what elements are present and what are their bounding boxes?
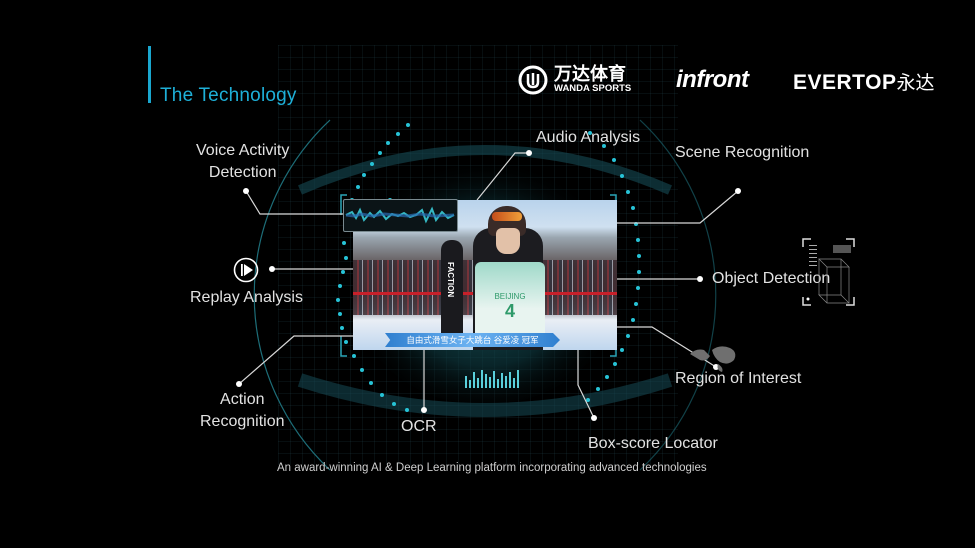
ski-brand-text: FACTION bbox=[446, 262, 455, 298]
broadcast-video-frame: FACTION BEIJING 4 bbox=[353, 200, 617, 350]
wanda-sports-logo: 万达体育 WANDA SPORTS bbox=[518, 65, 631, 95]
node-action-recognition: Action Recognition bbox=[200, 389, 285, 433]
node-scene-recognition: Scene Recognition bbox=[675, 144, 810, 161]
evertop-logo: EVERTOP 永达 bbox=[793, 68, 935, 95]
evertop-cn-text: 永达 bbox=[896, 73, 935, 94]
world-map-icon bbox=[690, 346, 736, 372]
wanda-en-text: WANDA SPORTS bbox=[554, 83, 632, 94]
infront-logo: infront bbox=[676, 66, 749, 93]
node-voice-activity-detection: Voice Activity Detection bbox=[196, 140, 289, 184]
evertop-text: EVERTOP bbox=[793, 71, 897, 94]
waveform-icon bbox=[345, 206, 455, 224]
node-label-line1: Action bbox=[220, 391, 265, 408]
node-audio-analysis: Audio Analysis bbox=[536, 129, 641, 146]
footer-caption: An award-winning AI & Deep Learning plat… bbox=[277, 462, 707, 474]
wanda-logo-icon bbox=[518, 65, 548, 95]
node-replay-analysis: Replay Analysis bbox=[190, 289, 303, 306]
ski: FACTION bbox=[441, 240, 463, 345]
athlete-bib: BEIJING 4 bbox=[475, 262, 545, 340]
title-accent-bar bbox=[148, 46, 151, 103]
athlete-face bbox=[496, 228, 520, 254]
3d-bounding-box-icon bbox=[802, 238, 855, 306]
bib-number: 4 bbox=[504, 301, 515, 321]
broadcast-ticker: 自由式滑雪女子大跳台 谷爱凌 冠军 bbox=[385, 333, 560, 347]
goggles bbox=[492, 212, 522, 221]
node-object-detection: Object Detection bbox=[712, 270, 831, 287]
node-ocr: OCR bbox=[401, 418, 437, 435]
bib-event-text: BEIJING bbox=[494, 292, 526, 301]
voice-waveform-box bbox=[343, 199, 458, 232]
node-label-line2: Detection bbox=[208, 164, 277, 181]
play-circle-icon bbox=[233, 257, 259, 283]
node-label-line1: Voice Activity bbox=[196, 142, 290, 159]
wanda-cn-text: 万达体育 bbox=[554, 64, 626, 84]
node-box-score-locator: Box-score Locator bbox=[588, 435, 718, 452]
node-region-of-interest: Region of Interest bbox=[675, 370, 802, 387]
page-title: The Technology bbox=[160, 85, 297, 106]
node-label-line2: Recognition bbox=[200, 413, 285, 430]
